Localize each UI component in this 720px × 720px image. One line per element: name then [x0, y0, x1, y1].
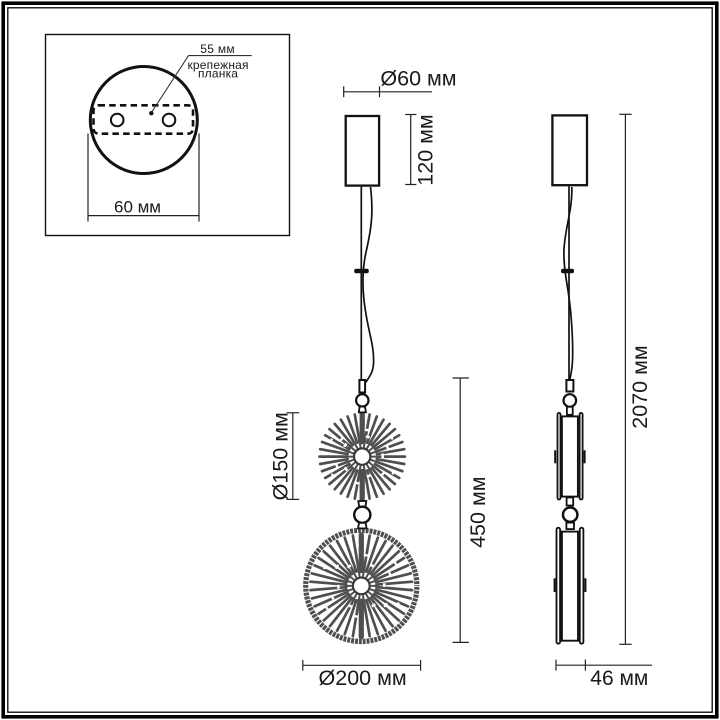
- svg-text:2070 мм: 2070 мм: [628, 345, 652, 428]
- svg-text:46 мм: 46 мм: [590, 667, 648, 690]
- svg-text:Ø60 мм: Ø60 мм: [380, 67, 456, 91]
- svg-text:55 мм: 55 мм: [200, 42, 235, 56]
- svg-text:120 мм: 120 мм: [413, 114, 437, 185]
- svg-text:450 мм: 450 мм: [466, 476, 490, 547]
- svg-text:60 мм: 60 мм: [114, 198, 161, 217]
- svg-text:Ø200 мм: Ø200 мм: [319, 666, 407, 690]
- svg-text:планка: планка: [198, 66, 238, 80]
- svg-text:Ø150 мм: Ø150 мм: [269, 412, 293, 500]
- svg-text:крепежная: крепежная: [187, 58, 248, 72]
